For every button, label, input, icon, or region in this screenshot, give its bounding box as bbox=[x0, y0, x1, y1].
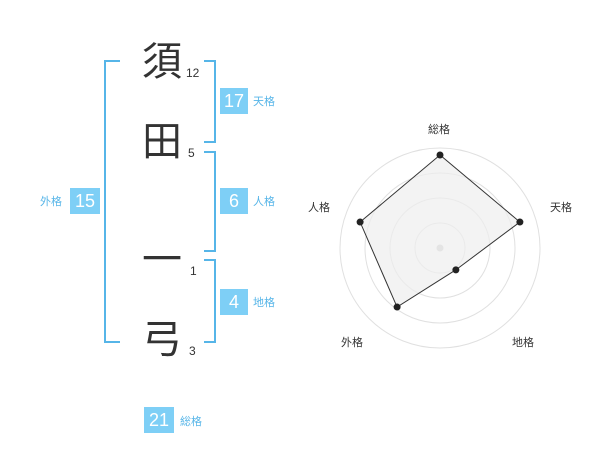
name-char-4: 弓 bbox=[142, 317, 182, 363]
radar-ring bbox=[339, 147, 541, 349]
soukaku-value: 21 bbox=[144, 407, 174, 433]
radar-point-5 bbox=[356, 218, 364, 226]
gaikaku-bracket bbox=[104, 60, 120, 343]
name-char-3: 一 bbox=[142, 237, 182, 283]
jinkaku-label: 人格 bbox=[253, 195, 275, 208]
name-char-2: 田 bbox=[142, 119, 182, 165]
radar-polygon bbox=[359, 154, 521, 308]
radar-label-gaikaku: 外格 bbox=[341, 336, 363, 349]
radar-point-1 bbox=[436, 151, 444, 159]
radar-label-jinkaku: 人格 bbox=[308, 201, 330, 214]
tenkaku-bracket bbox=[204, 60, 216, 143]
chikaku-bracket bbox=[204, 259, 216, 343]
stroke-count-1: 12 bbox=[186, 66, 200, 80]
radar-point-4 bbox=[393, 303, 401, 311]
radar-label-soukaku: 総格 bbox=[428, 123, 450, 136]
chikaku-value: 4 bbox=[220, 289, 248, 315]
gaikaku-label: 外格 bbox=[40, 195, 62, 208]
radar-point-3 bbox=[452, 266, 460, 274]
tenkaku-label: 天格 bbox=[253, 95, 275, 108]
jinkaku-bracket bbox=[204, 151, 216, 252]
jinkaku-value: 6 bbox=[220, 188, 248, 214]
radar-point-2 bbox=[516, 218, 524, 226]
radar-label-chikaku: 地格 bbox=[512, 336, 534, 349]
tenkaku-value: 17 bbox=[220, 88, 248, 114]
stroke-count-3: 1 bbox=[190, 264, 197, 278]
name-char-1: 須 bbox=[142, 39, 182, 85]
soukaku-label: 総格 bbox=[180, 415, 202, 428]
chikaku-label: 地格 bbox=[253, 296, 275, 309]
stroke-count-4: 3 bbox=[189, 344, 196, 358]
gaikaku-value: 15 bbox=[70, 188, 100, 214]
stroke-count-2: 5 bbox=[188, 146, 195, 160]
radar-label-tenkaku: 天格 bbox=[550, 201, 572, 214]
